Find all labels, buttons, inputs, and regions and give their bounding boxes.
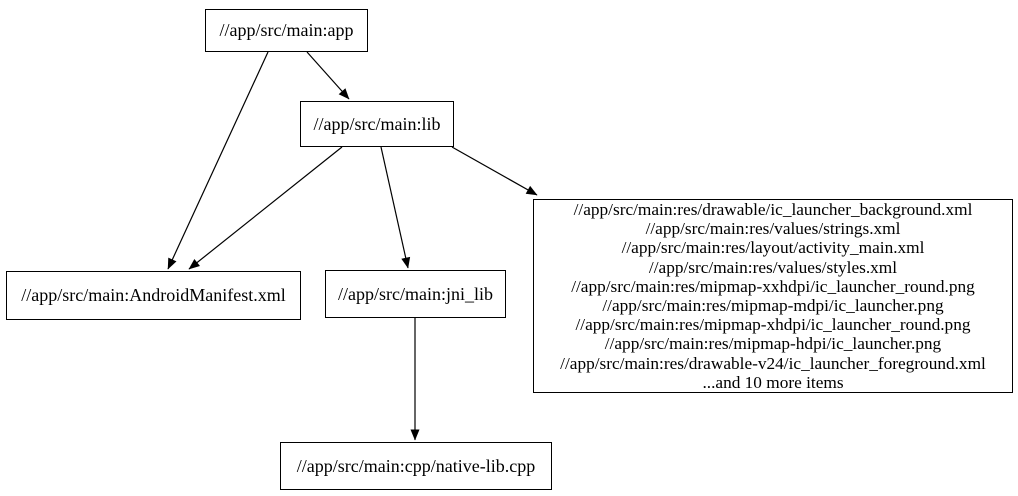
graph-node-android-manifest: //app/src/main:AndroidManifest.xml [6,271,301,320]
node-label: //app/src/main:jni_lib [338,283,493,304]
node-label-line: //app/src/main:res/layout/activity_main.… [621,238,925,258]
node-label: //app/src/main:app [219,20,354,41]
node-label-line: //app/src/main:res/drawable/ic_launcher_… [573,199,973,219]
node-label-line: //app/src/main:res/values/strings.xml [645,219,901,239]
graph-node-native-lib: //app/src/main:cpp/native-lib.cpp [280,442,552,490]
graph-node-app: //app/src/main:app [205,9,368,52]
edge-app-to-lib [306,51,350,100]
edge-lib-to-android-manifest [188,146,343,270]
node-label: //app/src/main:AndroidManifest.xml [21,285,286,306]
graph-node-jni-lib: //app/src/main:jni_lib [325,270,506,318]
edge-lib-to-jni-lib [380,146,411,269]
node-label-line: //app/src/main:res/mipmap-mdpi/ic_launch… [602,296,944,315]
node-label-line: //app/src/main:res/mipmap-hdpi/ic_launch… [604,334,942,354]
node-label-line: //app/src/main:res/drawable-v24/ic_launc… [560,353,986,373]
node-label-line: //app/src/main:res/mipmap-xxhdpi/ic_laun… [571,276,975,296]
edge-lib-to-res-group [451,146,538,196]
node-label: //app/src/main:lib [313,113,441,134]
node-label-line: ...and 10 more items [702,372,844,392]
node-label-line: //app/src/main:res/values/styles.xml [648,257,898,277]
edge-app-to-android-manifest [167,51,269,270]
graph-node-lib: //app/src/main:lib [300,101,454,147]
node-label-line: //app/src/main:res/mipmap-xhdpi/ic_launc… [575,315,971,335]
node-label: //app/src/main:cpp/native-lib.cpp [296,455,536,476]
graph-node-res-group: //app/src/main:res/drawable/ic_launcher_… [533,199,1013,393]
